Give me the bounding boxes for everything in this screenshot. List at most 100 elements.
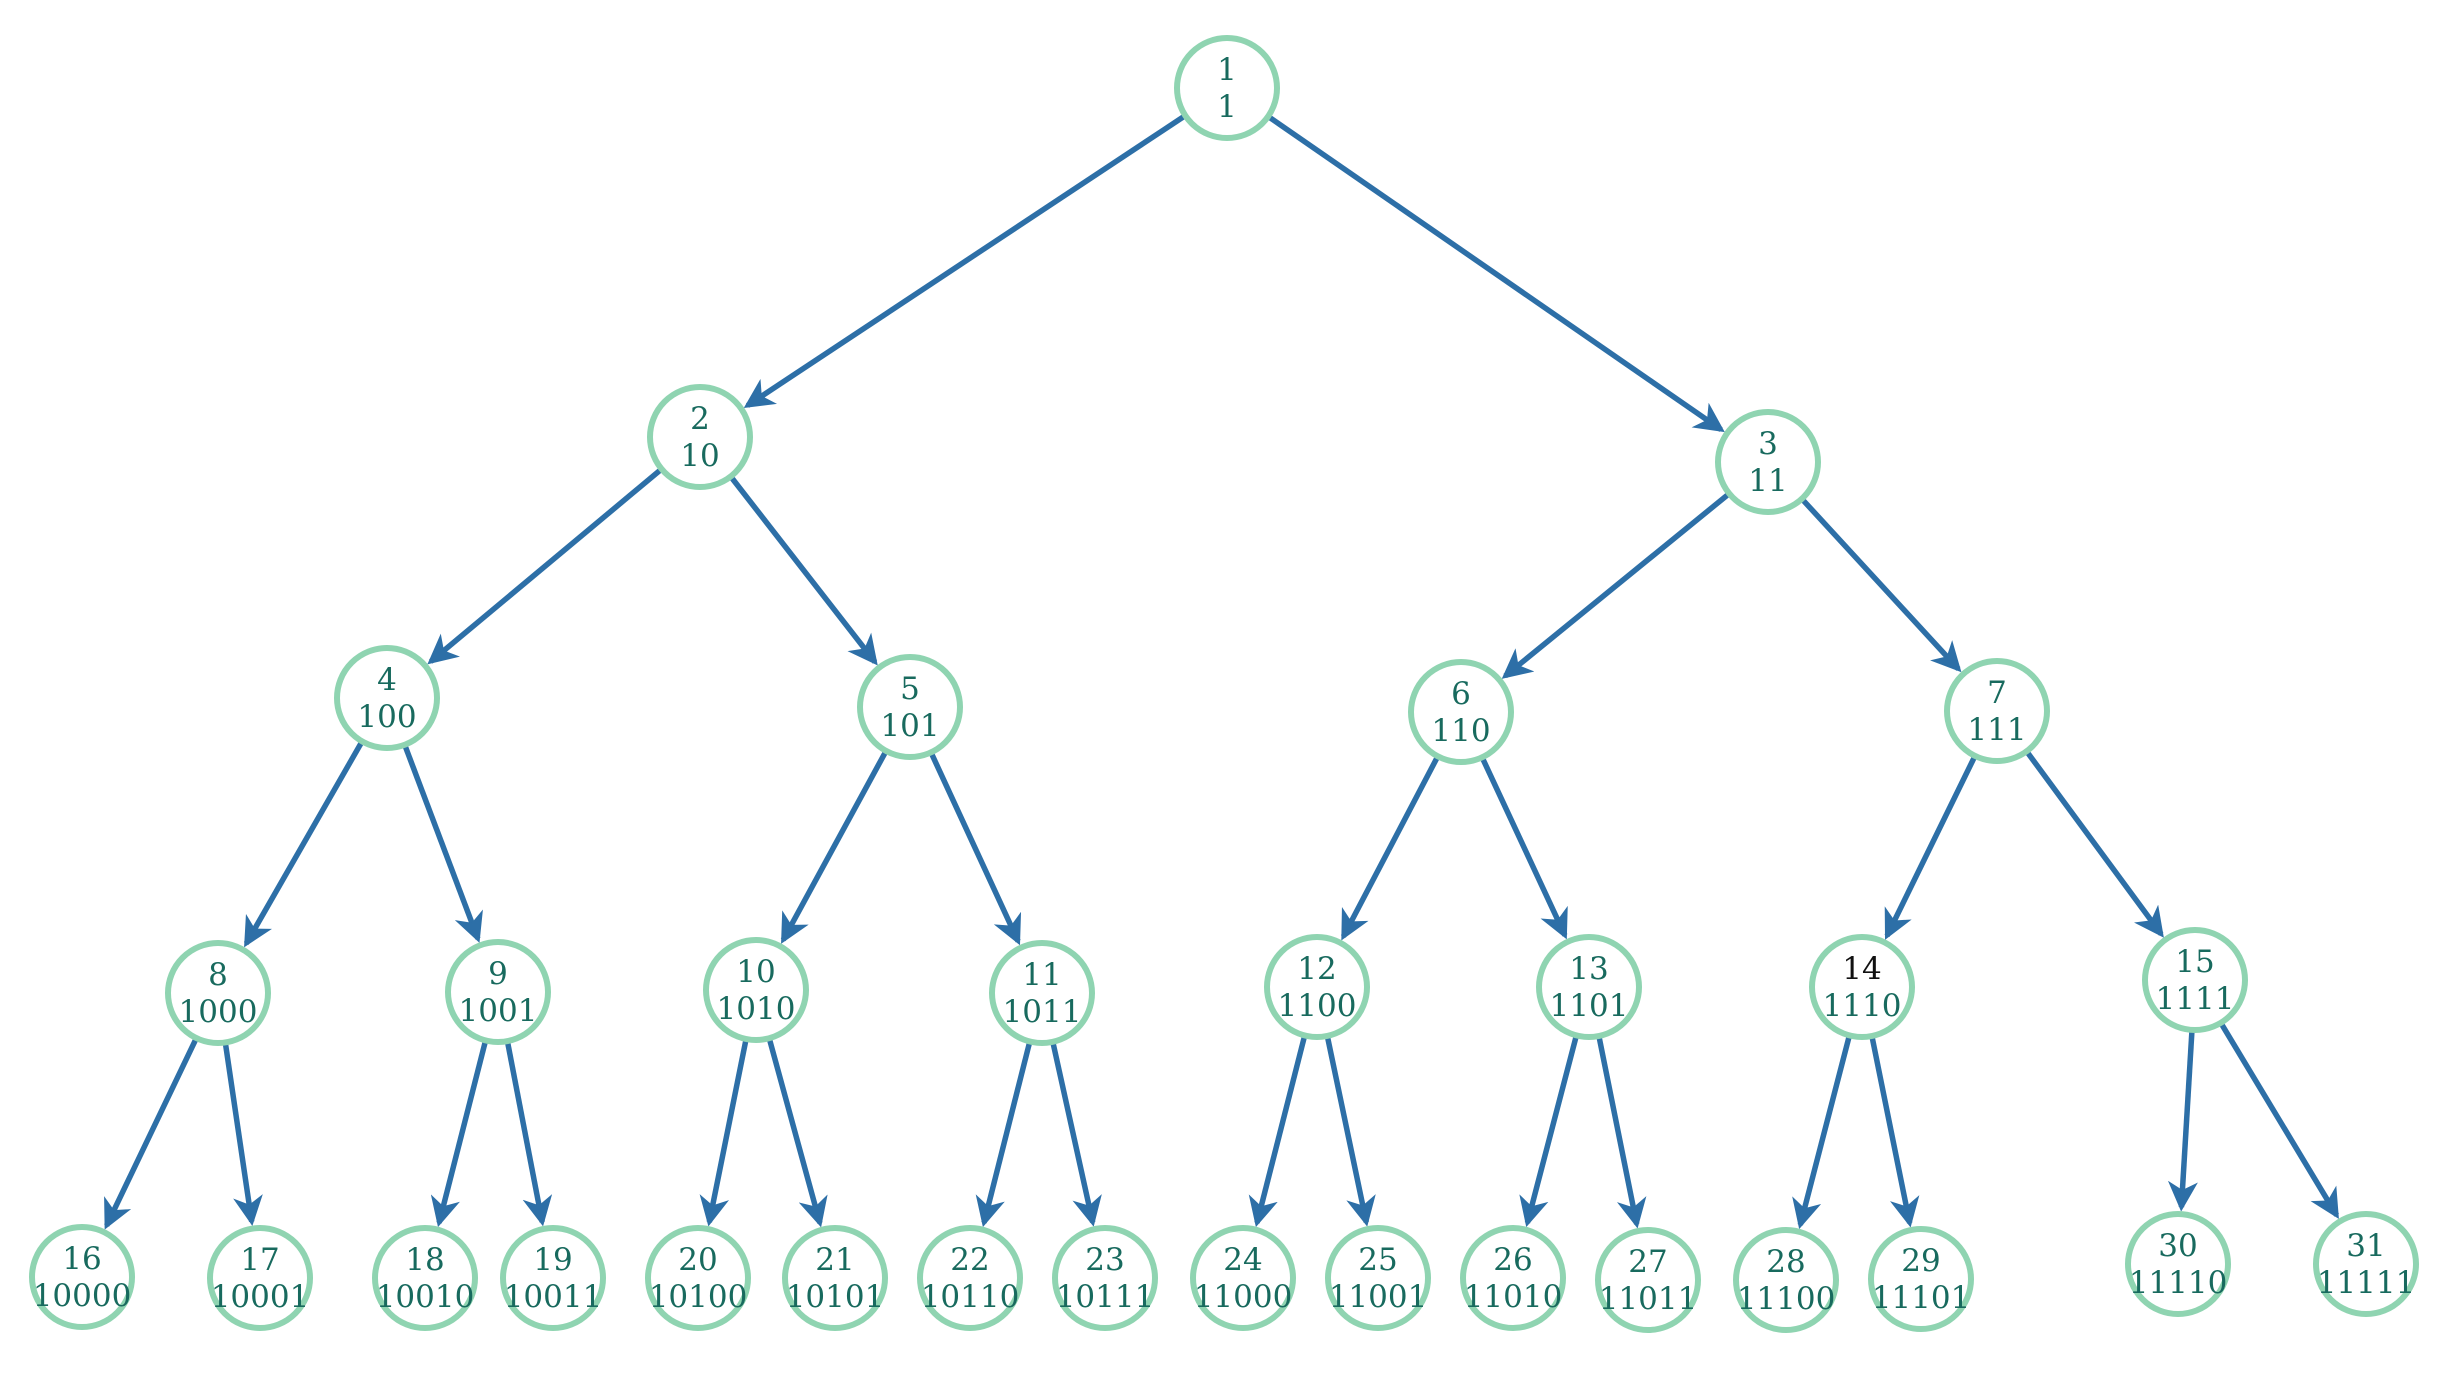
- tree-edge-10-21: [766, 1037, 828, 1228]
- tree-edge-3-6: [1501, 491, 1731, 679]
- tree-edge-7-15: [2024, 749, 2164, 938]
- node-number: 31: [2346, 1228, 2385, 1264]
- tree-node-1: 11: [1174, 35, 1280, 141]
- node-binary: 111: [1967, 712, 2026, 748]
- node-binary: 1001: [459, 993, 538, 1029]
- node-binary: 1111: [2156, 981, 2235, 1017]
- node-binary: 101: [880, 708, 939, 744]
- node-circle: [1733, 1227, 1839, 1333]
- node-circle: [917, 1225, 1023, 1331]
- node-binary: 1011: [1003, 994, 1082, 1030]
- node-circle: [1809, 934, 1915, 1040]
- node-circle: [782, 1225, 888, 1331]
- tree-edge-15-31: [2218, 1021, 2339, 1220]
- node-number: 20: [678, 1242, 717, 1278]
- node-binary: 11001: [1329, 1279, 1428, 1315]
- node-binary: 10001: [211, 1279, 310, 1315]
- node-binary: 11100: [1737, 1281, 1836, 1317]
- node-number: 17: [240, 1242, 279, 1278]
- node-binary: 10100: [649, 1279, 748, 1315]
- node-number: 15: [2175, 944, 2214, 980]
- node-number: 1: [1217, 52, 1237, 88]
- node-number: 6: [1451, 676, 1471, 712]
- tree-edge-6-13: [1479, 756, 1568, 940]
- node-circle: [1408, 659, 1514, 765]
- node-number: 27: [1628, 1244, 1667, 1280]
- node-binary: 11101: [1872, 1280, 1971, 1316]
- tree-edge-7-14: [1884, 754, 1978, 940]
- node-binary: 10111: [1056, 1279, 1155, 1315]
- node-number: 7: [1987, 675, 2007, 711]
- node-circle: [1190, 1225, 1296, 1331]
- node-circle: [1460, 1225, 1566, 1331]
- tree-edge-1-3: [1266, 114, 1725, 433]
- node-number: 12: [1297, 951, 1336, 987]
- node-circle: [1052, 1225, 1158, 1331]
- node-circle: [2125, 1211, 2231, 1317]
- node-binary: 11010: [1464, 1279, 1563, 1315]
- tree-edge-1-2: [743, 113, 1187, 408]
- node-number: 10: [736, 954, 775, 990]
- tree-edge-9-19: [504, 1040, 553, 1227]
- node-circle: [857, 654, 963, 760]
- node-circle: [2142, 927, 2248, 1033]
- tree-edge-12-25: [1324, 1035, 1376, 1227]
- node-circle: [1944, 658, 2050, 764]
- tree-edge-2-4: [427, 466, 664, 665]
- node-number: 28: [1766, 1244, 1805, 1280]
- node-number: 11: [1022, 957, 1061, 993]
- node-circle: [1264, 934, 1370, 1040]
- node-number: 19: [533, 1242, 572, 1278]
- node-circle: [703, 937, 809, 1043]
- node-number: 22: [950, 1242, 989, 1278]
- node-circle: [647, 384, 753, 490]
- node-number: 29: [1901, 1243, 1940, 1279]
- node-number: 21: [815, 1242, 854, 1278]
- node-number: 2: [690, 401, 710, 437]
- node-circle: [165, 940, 271, 1046]
- node-binary: 1010: [717, 991, 796, 1027]
- tree-edge-13-27: [1596, 1035, 1647, 1229]
- tree-edge-8-17: [222, 1042, 263, 1227]
- tree-edge-5-11: [928, 751, 1022, 946]
- tree-edge-13-26: [1519, 1034, 1580, 1228]
- tree-edge-15-30: [2167, 1029, 2198, 1212]
- node-circle: [1595, 1227, 1701, 1333]
- node-binary: 1100: [1278, 988, 1357, 1024]
- node-number: 30: [2158, 1228, 2197, 1264]
- tree-edge-2-5: [728, 474, 878, 666]
- node-number: 26: [1493, 1242, 1532, 1278]
- node-number: 18: [405, 1242, 444, 1278]
- node-binary: 10101: [786, 1279, 885, 1315]
- node-binary: 1000: [179, 994, 258, 1030]
- node-number: 13: [1569, 951, 1608, 987]
- tree-edge-9-18: [430, 1039, 489, 1228]
- node-binary: 10: [680, 438, 719, 474]
- node-number: 25: [1358, 1242, 1397, 1278]
- node-number: 4: [377, 662, 397, 698]
- node-binary: 1: [1217, 89, 1237, 125]
- tree-edge-11-23: [1050, 1041, 1102, 1227]
- tree-node-3: 311: [1715, 409, 1821, 515]
- tree-edge-5-10: [780, 749, 889, 944]
- tree-edge-14-29: [1869, 1035, 1920, 1228]
- node-binary: 10000: [33, 1278, 132, 1314]
- tree-edge-11-22: [975, 1040, 1033, 1228]
